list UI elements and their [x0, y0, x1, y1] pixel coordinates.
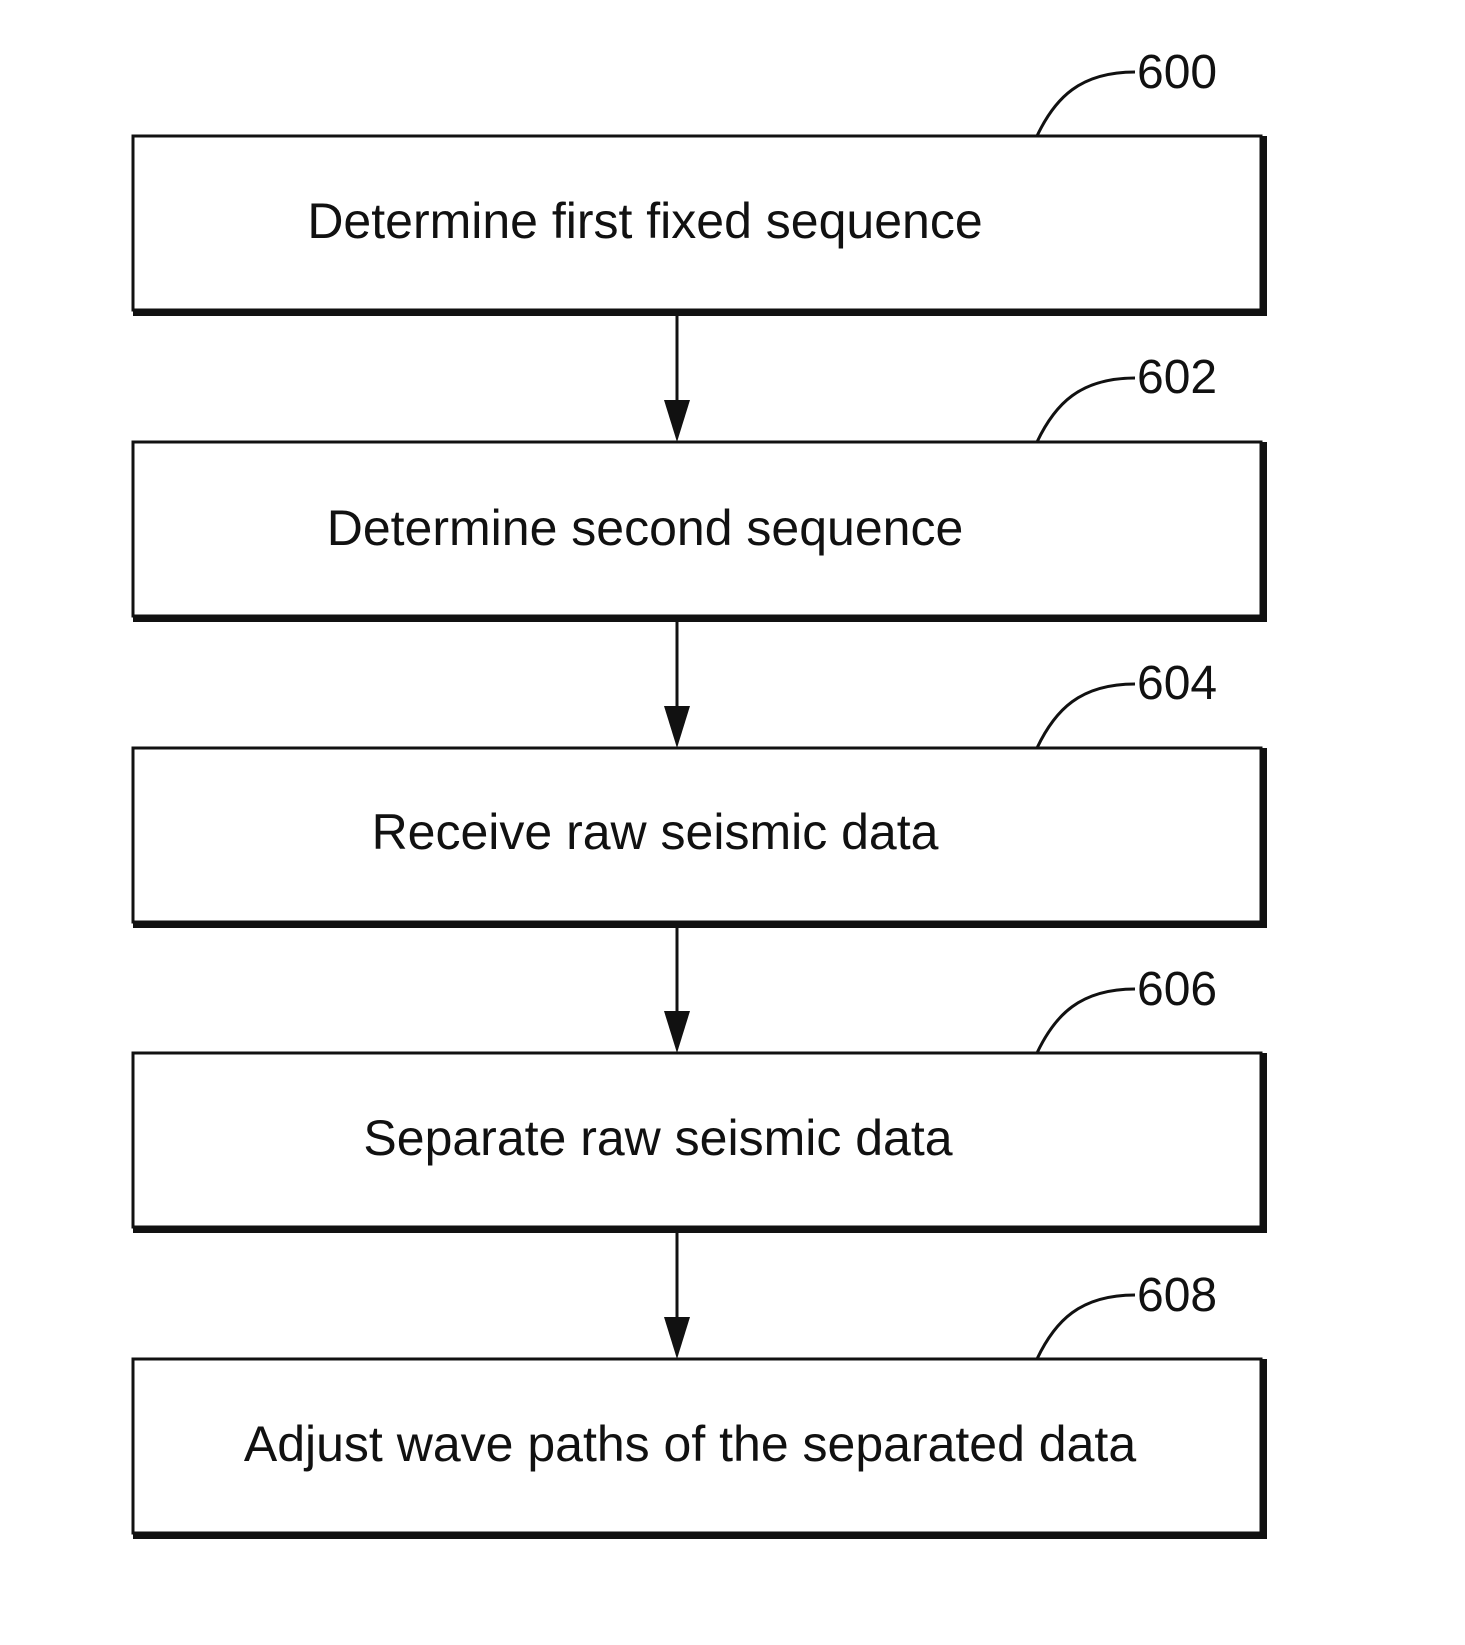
arrowhead — [664, 1317, 690, 1359]
flow-arrow — [664, 619, 690, 748]
reference-numeral: 604 — [1137, 657, 1217, 710]
step-label: Separate raw seismic data — [363, 1110, 952, 1166]
reference-numeral: 608 — [1137, 1269, 1217, 1322]
arrowhead — [664, 400, 690, 442]
arrowhead — [664, 706, 690, 748]
arrowhead — [664, 1011, 690, 1053]
step-label: Determine second sequence — [327, 500, 964, 556]
reference-numeral: 606 — [1137, 963, 1217, 1016]
flow-arrow — [664, 1230, 690, 1359]
step-606: Separate raw seismic data 606 — [133, 963, 1267, 1233]
reference-numeral: 600 — [1137, 46, 1217, 99]
step-604: Receive raw seismic data 604 — [133, 657, 1267, 928]
step-602: Determine second sequence 602 — [133, 351, 1267, 622]
flow-arrow — [664, 925, 690, 1053]
step-608: Adjust wave paths of the separated data … — [133, 1269, 1267, 1539]
step-label: Receive raw seismic data — [372, 804, 939, 860]
reference-leader-line — [1037, 378, 1135, 442]
flow-arrow — [664, 313, 690, 442]
reference-leader-line — [1037, 72, 1135, 136]
reference-leader-line — [1037, 989, 1135, 1053]
step-label: Adjust wave paths of the separated data — [244, 1416, 1136, 1472]
reference-leader-line — [1037, 1295, 1135, 1359]
step-label: Determine first fixed sequence — [307, 193, 982, 249]
reference-leader-line — [1037, 684, 1135, 748]
reference-numeral: 602 — [1137, 351, 1217, 404]
step-600: Determine first fixed sequence 600 — [133, 46, 1267, 316]
